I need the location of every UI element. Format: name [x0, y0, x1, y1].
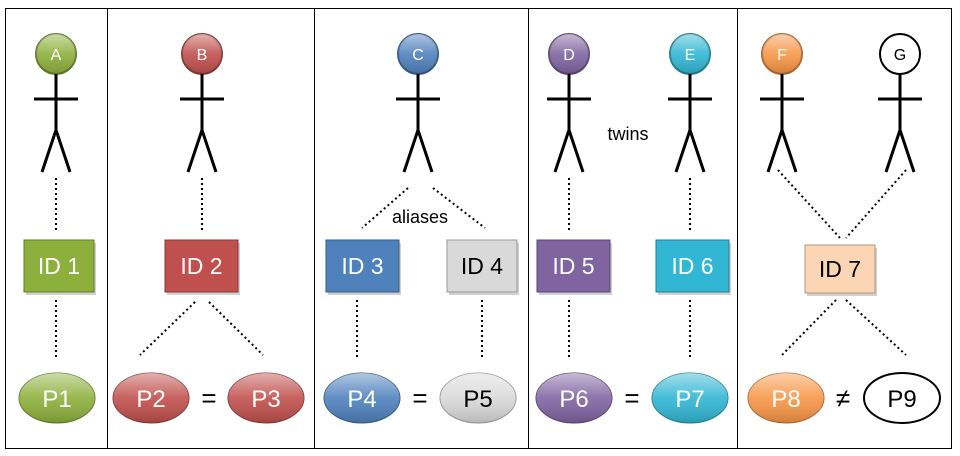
identifier-box — [325, 239, 400, 293]
identifier-box — [655, 239, 730, 293]
person-right-leg — [54, 129, 72, 173]
profile-p6: P6 — [535, 372, 613, 424]
identifier-box — [23, 239, 95, 293]
profile-p2: P2 — [112, 372, 190, 424]
profile-label: P9 — [887, 386, 916, 413]
person-right-leg — [200, 129, 218, 173]
person-left-leg — [40, 129, 58, 173]
profile-p1: P1 — [18, 372, 96, 424]
person-head-gloss — [36, 34, 76, 74]
profile-ellipse — [863, 372, 941, 424]
person-head-gloss — [670, 34, 710, 74]
dotted-connector — [208, 301, 264, 356]
profile-gloss — [324, 373, 400, 423]
person-left-leg — [884, 129, 902, 173]
profile-p5: P5 — [439, 372, 517, 424]
identifier-box — [536, 239, 611, 293]
profile-gloss — [228, 373, 304, 423]
dotted-connector — [845, 299, 907, 356]
person-b: B — [180, 33, 224, 173]
identifier-id6: ID 6 — [655, 239, 731, 295]
identifier-box — [164, 239, 239, 293]
twins-label: twins — [607, 124, 648, 144]
person-e: E — [668, 33, 712, 173]
identifier-id2: ID 2 — [164, 239, 240, 295]
profile-p4: P4 — [323, 372, 401, 424]
profile-p9: P9 — [863, 372, 941, 424]
equals-symbol: = — [412, 383, 427, 413]
person-left-leg — [186, 129, 204, 173]
profile-p3: P3 — [227, 372, 305, 424]
profile-label: P4 — [347, 386, 376, 413]
person-right-leg — [416, 129, 434, 173]
person-head-gloss — [182, 34, 222, 74]
profile-gloss — [536, 373, 612, 423]
identifier-label: ID 3 — [341, 253, 383, 279]
dotted-connector — [777, 169, 841, 239]
person-head-gloss — [549, 34, 589, 74]
person-right-leg — [688, 129, 706, 173]
person-right-leg — [567, 129, 585, 173]
profile-gloss — [19, 373, 95, 423]
profile-gloss — [440, 373, 516, 423]
profile-p8: P8 — [747, 372, 825, 424]
person-d: D — [547, 33, 591, 173]
person-head-gloss — [398, 34, 438, 74]
identifier-label: ID 7 — [819, 256, 861, 282]
person-left-leg — [553, 129, 571, 173]
profile-label: P3 — [251, 386, 280, 413]
identifier-id7: ID 7 — [804, 244, 877, 296]
person-left-leg — [674, 129, 692, 173]
person-label: G — [894, 47, 906, 64]
person-g: G — [878, 33, 922, 173]
identifier-label: ID 4 — [461, 253, 503, 279]
profile-label: P2 — [136, 386, 165, 413]
diagram-frame — [5, 8, 952, 449]
person-left-leg — [766, 129, 784, 173]
dotted-connector — [361, 187, 409, 229]
person-right-leg — [898, 129, 916, 173]
person-a: A — [34, 33, 78, 173]
person-head-gloss — [762, 34, 802, 74]
dotted-connector — [781, 299, 837, 356]
person-label: D — [563, 47, 575, 64]
identifier-label: ID 1 — [38, 253, 80, 279]
identifier-id3: ID 3 — [325, 239, 401, 295]
person-label: B — [197, 47, 208, 64]
not-equal-symbol: ≠ — [836, 383, 850, 413]
person-right-leg — [780, 129, 798, 173]
profile-gloss — [113, 373, 189, 423]
profile-label: P7 — [675, 386, 704, 413]
equals-symbol: = — [201, 383, 216, 413]
identifier-id5: ID 5 — [536, 239, 612, 295]
person-label: A — [51, 47, 62, 64]
equals-symbol: = — [624, 383, 639, 413]
profile-label: P1 — [42, 386, 71, 413]
profile-p7: P7 — [651, 372, 729, 424]
profile-label: P8 — [771, 386, 800, 413]
person-label: F — [777, 47, 787, 64]
person-label: C — [412, 47, 424, 64]
person-label: E — [685, 47, 696, 64]
identifier-label: ID 6 — [671, 253, 713, 279]
profile-label: P6 — [559, 386, 588, 413]
identifier-box — [446, 239, 518, 293]
aliases-label: aliases — [392, 207, 448, 227]
identifier-id4: ID 4 — [446, 239, 519, 295]
dotted-connector — [139, 301, 196, 356]
dotted-connector — [845, 169, 907, 239]
profile-gloss — [652, 373, 728, 423]
profile-label: P5 — [463, 386, 492, 413]
profile-gloss — [748, 373, 824, 423]
identifier-id1: ID 1 — [23, 239, 96, 295]
identifier-label: ID 5 — [552, 253, 594, 279]
identifier-box — [804, 244, 876, 294]
person-f: F — [760, 33, 804, 173]
identifier-label: ID 2 — [180, 253, 222, 279]
person-left-leg — [402, 129, 420, 173]
dotted-connector — [432, 187, 486, 229]
person-c: C — [396, 33, 440, 173]
